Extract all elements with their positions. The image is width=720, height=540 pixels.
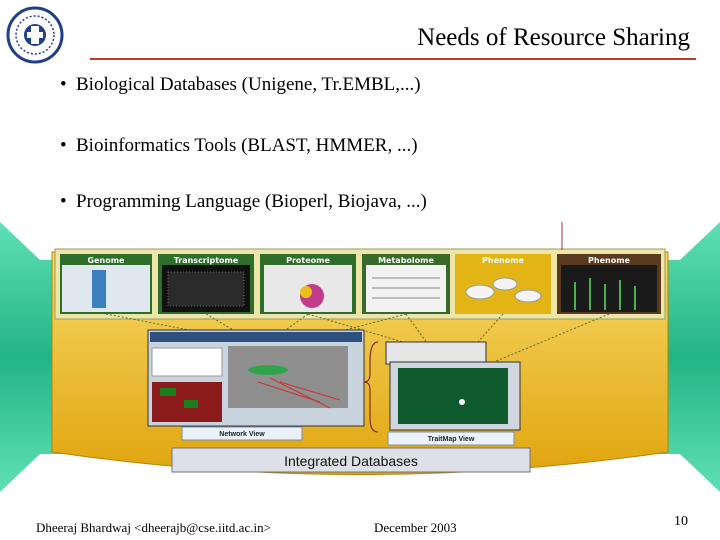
ome-label: Phenome: [588, 256, 631, 265]
network-view-label: Network View: [219, 431, 265, 438]
network-view-label-box: [181, 426, 303, 441]
ome-panel: Genome: [60, 254, 152, 314]
ome-panel: Transcriptome: [158, 254, 254, 314]
ome-panel: Phenome: [557, 254, 661, 314]
ome-panel: Metabolome: [362, 254, 450, 314]
network-view-panel: [147, 329, 365, 427]
bullet-symbol: •: [60, 74, 67, 95]
ome-label: Transcriptome: [174, 256, 239, 265]
bullet-symbol: •: [60, 191, 67, 212]
trait-map-label-box: [387, 431, 515, 446]
page-number: 10: [674, 514, 688, 529]
bullet-text: Biological Databases (Unigene, Tr.EMBL,.…: [76, 74, 421, 95]
slide-title: Needs of Resource Sharing: [417, 24, 690, 51]
trait-map-view-label: TraitMap View: [428, 436, 475, 443]
ome-label: Phenome: [482, 256, 525, 265]
ome-label: Metabolome: [378, 256, 434, 265]
footer-date: December 2003: [374, 520, 457, 535]
institute-seal-icon: [6, 6, 64, 64]
bullet-symbol: •: [60, 135, 67, 156]
ome-panel: Proteome: [260, 254, 356, 314]
bullet-text: Programming Language (Bioperl, Biojava, …: [76, 191, 427, 212]
bullet-text: Bioinformatics Tools (BLAST, HMMER, ...): [76, 135, 418, 156]
title-rule: [90, 58, 696, 60]
integration-diagram: Genome Transcriptome Proteome Metabolome…: [0, 222, 720, 492]
integrated-databases-label: Integrated Databases: [284, 453, 418, 469]
ome-label: Proteome: [286, 256, 330, 265]
ome-label: Genome: [88, 256, 126, 265]
bullet-item: • Bioinformatics Tools (BLAST, HMMER, ...…: [60, 135, 418, 157]
integrated-databases-banner: [171, 447, 531, 473]
bullet-item: • Programming Language (Bioperl, Biojava,…: [60, 191, 427, 213]
ome-panel: Phenome: [455, 254, 551, 314]
trait-map-view-panel: [385, 341, 521, 431]
bullet-item: • Biological Databases (Unigene, Tr.EMBL,…: [60, 74, 421, 96]
footer-author: Dheeraj Bhardwaj <dheerajb@cse.iitd.ac.i…: [36, 520, 271, 535]
bracket-connector: [363, 341, 379, 433]
